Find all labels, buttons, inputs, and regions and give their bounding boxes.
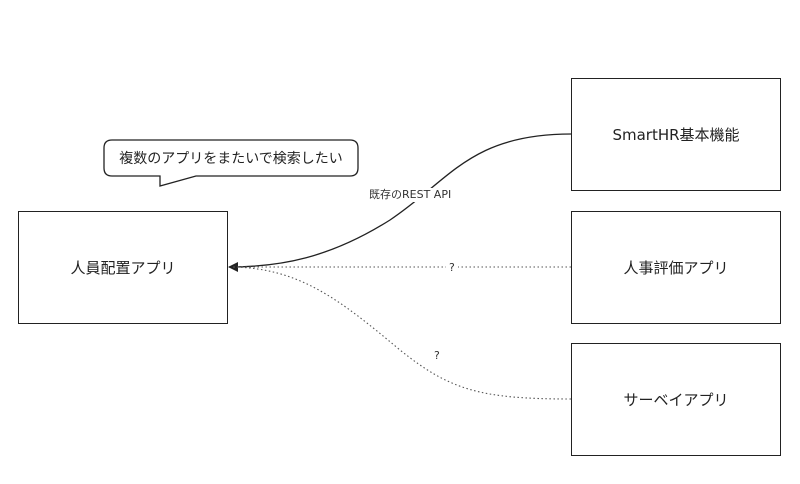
smarthr-core-label: SmartHR基本機能 (612, 126, 740, 144)
evaluation-app-node[interactable]: 人事評価アプリ (571, 211, 781, 324)
survey-app-label: サーベイアプリ (623, 391, 729, 409)
callout-text: 複数のアプリをまたいで検索したい (119, 151, 343, 167)
survey-edge-label: ? (431, 349, 443, 363)
evaluation-edge-label: ? (446, 261, 458, 275)
rest-api-edge (228, 133, 572, 272)
evaluation-app-label: 人事評価アプリ (623, 259, 729, 277)
callout-bubble (103, 139, 359, 187)
staffing-app-label: 人員配置アプリ (70, 259, 176, 277)
rest-api-edge-label: 既存のREST API (366, 188, 455, 202)
survey-edge (231, 266, 572, 400)
survey-app-node[interactable]: サーベイアプリ (571, 343, 781, 456)
staffing-app-node[interactable]: 人員配置アプリ (18, 211, 228, 324)
smarthr-core-node[interactable]: SmartHR基本機能 (571, 78, 781, 191)
